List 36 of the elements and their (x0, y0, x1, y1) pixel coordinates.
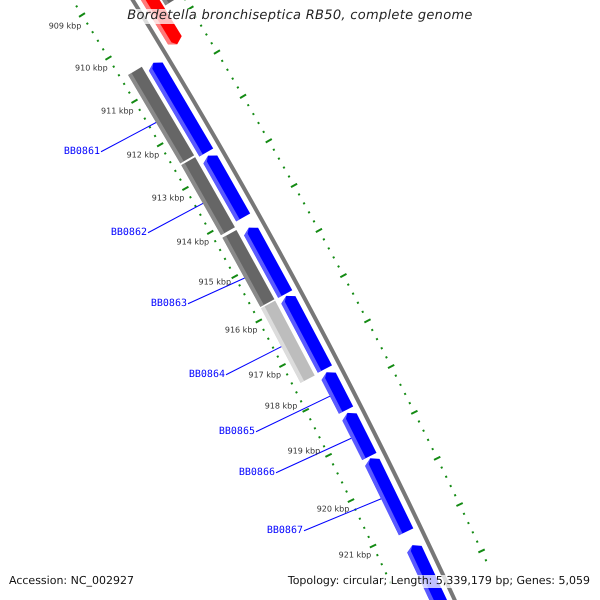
leader-line (256, 396, 330, 432)
leader-line (304, 498, 382, 532)
scale-label: 912 kbp (126, 150, 160, 160)
cds-feature (342, 412, 377, 460)
cds-feature (244, 228, 292, 298)
cds-feature (281, 296, 332, 373)
gene-label: BB0865 (218, 426, 255, 438)
genome-stats-text: Topology: circular; Length: 5,339,179 bp; Genes: 5,059 (288, 575, 590, 588)
scale-label: 913 kbp (152, 194, 184, 203)
leader-line (100, 122, 157, 152)
cds-feature (365, 458, 414, 536)
gene-label: BB0862 (110, 227, 147, 238)
scale-label: 917 kbp (248, 370, 282, 380)
gene-label: BB0864 (188, 369, 225, 380)
scale-label: 909 kbp (48, 20, 82, 30)
scale-label: 911 kbp (101, 106, 134, 116)
scale-label: 915 kbp (198, 277, 232, 286)
scale-label: 920 kbp (316, 504, 350, 514)
scale-label: 921 kbp (338, 550, 372, 560)
leader-line (188, 278, 246, 304)
gene-label: BB0861 (64, 146, 100, 158)
scale-label: 914 kbp (176, 238, 210, 247)
leader-line (148, 202, 204, 234)
leader-line (276, 438, 352, 474)
scale-label: 919 kbp (288, 446, 320, 456)
accession-text: Accession: NC_002927 (9, 575, 134, 588)
scale-label: 918 kbp (264, 401, 298, 411)
gene-label: BB0866 (238, 467, 275, 478)
leader-line (226, 346, 282, 376)
scale-label: 916 kbp (224, 326, 258, 335)
gene-label: BB0867 (266, 525, 303, 536)
cds-feature (322, 372, 354, 414)
cds-feature (203, 156, 250, 222)
scale-label: 910 kbp (75, 64, 108, 73)
title: Bordetella bronchiseptica RB50, complete genome (125, 9, 475, 24)
gene-label: BB0863 (150, 298, 187, 310)
